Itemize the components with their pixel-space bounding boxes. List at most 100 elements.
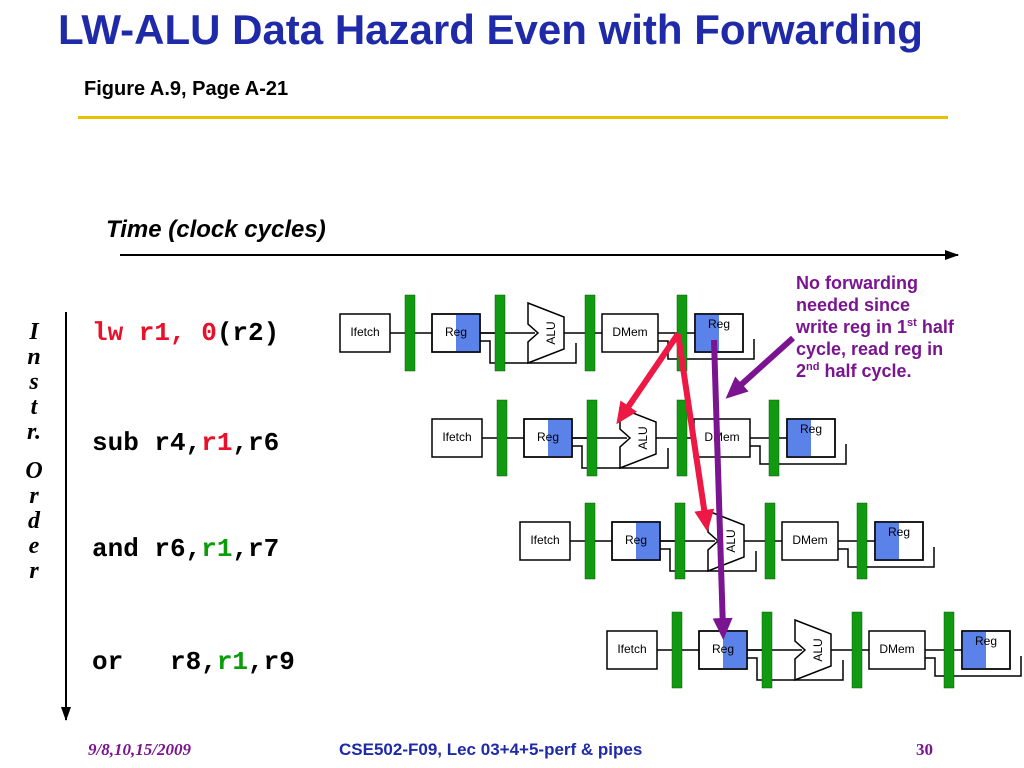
instr-part: r1 [201, 428, 233, 458]
reg-write-highlight [787, 419, 811, 457]
note-line: cycle, read reg in [796, 339, 944, 359]
bypass-wire [925, 656, 1022, 677]
note-pointer-arrow [725, 335, 796, 399]
instr-part: sub r4, [92, 428, 202, 458]
footer-course: CSE502-F09, Lec 03+4+5-perf & pipes [339, 740, 643, 759]
note-line: needed since [796, 295, 911, 315]
bypass-wire [660, 548, 757, 572]
dmem-box [781, 521, 839, 561]
instr-part: r1 [216, 647, 249, 677]
reg-read-highlight [636, 522, 660, 560]
forward-arrow-to-and [675, 333, 715, 532]
dmem-box [693, 418, 751, 458]
order-letter: t [30, 394, 38, 420]
alu-shape [527, 301, 565, 365]
reg-read-outline [523, 418, 573, 458]
slide-title: LW-ALU Data Hazard Even with Forwarding [58, 6, 923, 53]
reg-write-label: Reg [800, 422, 822, 436]
pipeline-register-bar [943, 611, 955, 689]
instr-part: ,r9 [248, 647, 295, 677]
pipeline-register-bar [761, 611, 773, 689]
bypass-wire [747, 657, 844, 681]
pipeline-row-1: Ifetch Reg ALU DMem Reg [339, 294, 755, 372]
hazard-arrows [616, 332, 796, 640]
reg-write-label: Reg [888, 525, 910, 539]
reg-write-highlight [875, 522, 899, 560]
dmem-label: DMem [704, 430, 739, 444]
order-letter: I [29, 319, 39, 345]
dmem-label: DMem [879, 642, 914, 656]
ifetch-box [339, 313, 391, 353]
order-letter: r [29, 483, 39, 509]
dmem-box [601, 313, 659, 353]
instr-part: ,r6 [232, 428, 280, 458]
ifetch-label: Ifetch [617, 642, 646, 656]
order-letter: s [29, 369, 39, 395]
pipeline-register-bar [586, 399, 598, 477]
reg-read-outline [611, 521, 661, 561]
instr-part: r1 [201, 534, 233, 564]
title-rule [78, 116, 948, 119]
pipeline-register-bar [674, 502, 686, 580]
register-file-arrow [711, 339, 733, 640]
pipeline-row-3: Ifetch Reg ALU DMem Reg [519, 502, 935, 580]
pipeline-register-bar [584, 502, 596, 580]
note-sup: st [907, 317, 917, 329]
reg-read-label: Reg [712, 642, 734, 656]
instr-part: (r2) [216, 318, 280, 348]
instruction-and: and r6,r1,r7 [92, 534, 279, 564]
reg-read-label: Reg [445, 325, 467, 339]
reg-write-label: Reg [975, 634, 997, 648]
reg-write-label: Reg [708, 317, 730, 331]
reg-read-label: Reg [625, 533, 647, 547]
pipeline-register-bar [768, 399, 780, 477]
instr-part: or r8, [92, 647, 217, 677]
bypass-wire [658, 339, 755, 360]
ifetch-box [519, 521, 571, 561]
order-letter: n [27, 344, 41, 370]
pipeline-register-bar [851, 611, 863, 689]
pipeline-register-bar [494, 294, 506, 372]
forward-arrow-to-sub [616, 332, 681, 425]
reg-write-outline [786, 418, 836, 458]
instr-part: and r6, [92, 534, 202, 564]
ifetch-label: Ifetch [350, 325, 379, 339]
reg-write-outline [961, 630, 1011, 670]
reg-read-outline [431, 313, 481, 353]
note-line: write reg in 1 [796, 317, 908, 337]
ifetch-label: Ifetch [530, 533, 559, 547]
pipeline-register-bar [496, 399, 508, 477]
alu-label: ALU [724, 529, 738, 552]
ifetch-label: Ifetch [442, 430, 471, 444]
reg-write-highlight [962, 631, 986, 669]
note-line: 2 [796, 361, 807, 381]
bypass-wire [750, 444, 847, 465]
pipeline-register-bar [676, 399, 688, 477]
note-line: No forwarding [796, 273, 918, 293]
pipeline-register-bar [404, 294, 416, 372]
time-axis-label: Time (clock cycles) [106, 216, 326, 243]
reg-read-label: Reg [537, 430, 559, 444]
instruction-order-label: I n s t r. O r d e r [24, 320, 44, 584]
pipeline-register-bar [856, 502, 868, 580]
dmem-label: DMem [612, 325, 647, 339]
bypass-wire [572, 445, 669, 469]
instr-part: lw r1, 0 [92, 318, 217, 348]
bypass-wire [480, 340, 577, 364]
instruction-sub: sub r4,r1,r6 [92, 428, 279, 458]
alu-shape [794, 618, 832, 682]
alu-label: ALU [544, 321, 558, 344]
dmem-box [868, 630, 926, 670]
reg-write-outline [874, 521, 924, 561]
note-line: half [916, 317, 954, 337]
pipeline-register-bar [764, 502, 776, 580]
pipeline-register-bar [584, 294, 596, 372]
pipeline-register-bar [671, 611, 683, 689]
forwarding-note: No forwarding needed since write reg in … [796, 272, 1011, 382]
note-sup: nd [806, 361, 820, 373]
dmem-label: DMem [792, 533, 827, 547]
reg-read-highlight [548, 419, 572, 457]
bypass-wire [838, 547, 935, 568]
